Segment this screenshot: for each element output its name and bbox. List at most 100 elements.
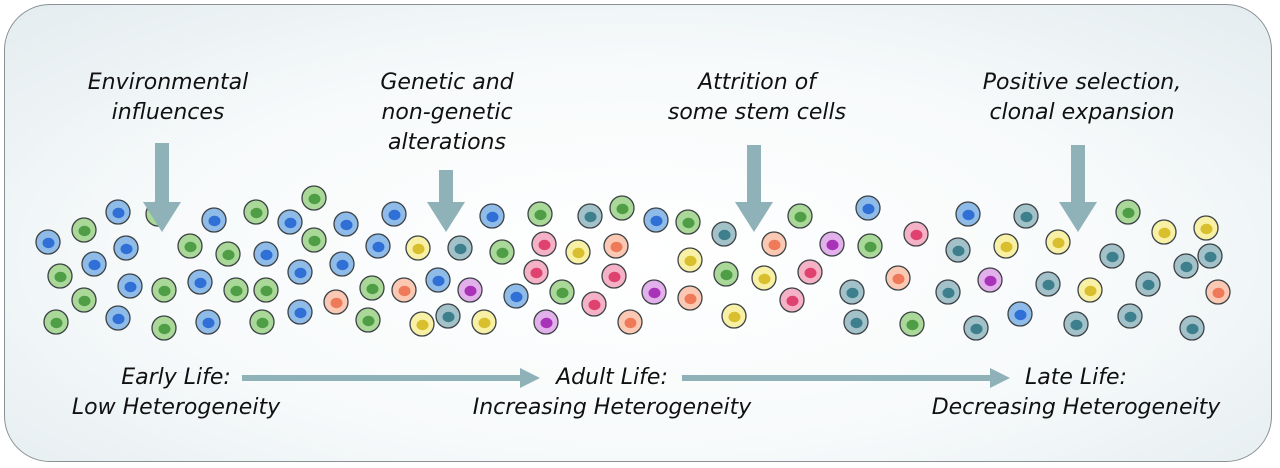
cell-teal xyxy=(839,279,865,305)
cell-teal xyxy=(935,279,961,305)
cell-pink xyxy=(523,259,549,285)
influence-label-environmental: Environmental influences xyxy=(82,68,254,128)
influence-line: clonal expansion xyxy=(989,100,1175,125)
cell-blue xyxy=(643,207,669,233)
cell-green xyxy=(609,195,635,221)
cell-salmon xyxy=(617,309,643,335)
down-arrow xyxy=(427,170,465,232)
cell-teal xyxy=(435,303,461,329)
cell-blue xyxy=(253,241,279,267)
cell-green xyxy=(215,241,241,267)
cell-teal xyxy=(1197,243,1223,269)
cell-green xyxy=(249,309,275,335)
down-arrow xyxy=(143,143,181,232)
cell-teal xyxy=(711,221,737,247)
cell-pink xyxy=(581,291,607,317)
cell-salmon xyxy=(761,231,787,257)
cell-yellow xyxy=(409,311,435,337)
cell-blue xyxy=(287,299,313,325)
cell-yellow xyxy=(405,235,431,261)
cell-green xyxy=(177,233,203,259)
influence-line: Attrition of xyxy=(698,70,816,95)
cell-green xyxy=(787,203,813,229)
cell-pink xyxy=(797,259,823,285)
cell-blue xyxy=(35,229,61,255)
cell-blue xyxy=(277,209,303,235)
stage-line: Late Life: xyxy=(1025,365,1127,390)
cell-green xyxy=(43,309,69,335)
influence-line: alterations xyxy=(388,130,506,155)
cell-green xyxy=(71,217,97,243)
cell-blue xyxy=(381,201,407,227)
cell-yellow xyxy=(721,303,747,329)
cell-yellow xyxy=(1077,277,1103,303)
cell-purple xyxy=(533,309,559,335)
cell-yellow xyxy=(677,247,703,273)
cell-blue xyxy=(955,201,981,227)
cell-green xyxy=(359,275,385,301)
cell-salmon xyxy=(677,285,703,311)
influence-arrows xyxy=(143,143,1097,232)
cell-blue xyxy=(105,305,131,331)
cell-green xyxy=(1115,199,1141,225)
influence-line: non-genetic xyxy=(381,100,513,125)
stage-label-early: Early Life: Low Heterogeneity xyxy=(58,363,294,423)
cell-blue xyxy=(187,269,213,295)
cell-blue xyxy=(113,235,139,261)
influence-line: influences xyxy=(111,100,225,125)
cell-green xyxy=(549,279,575,305)
cell-green xyxy=(253,277,279,303)
stage-line: Increasing Heterogeneity xyxy=(472,395,752,420)
cell-teal xyxy=(1099,243,1125,269)
cell-teal xyxy=(1179,315,1205,341)
stage-line: Adult Life: xyxy=(556,365,668,390)
influence-line: Genetic and xyxy=(380,70,514,95)
cell-teal xyxy=(447,235,473,261)
cell-pink xyxy=(903,221,929,247)
cell-green xyxy=(223,277,249,303)
cell-blue xyxy=(329,251,355,277)
cell-pink xyxy=(779,287,805,313)
cell-green xyxy=(71,287,97,313)
cell-blue xyxy=(425,267,451,293)
cell-blue xyxy=(287,259,313,285)
influence-label-genetic: Genetic and non-genetic alterations xyxy=(368,68,526,158)
cell-green xyxy=(151,277,177,303)
down-arrow xyxy=(735,145,773,232)
cell-teal xyxy=(1135,271,1161,297)
cell-salmon xyxy=(1205,279,1231,305)
cell-green xyxy=(527,201,553,227)
cell-green xyxy=(243,199,269,225)
cell-salmon xyxy=(603,233,629,259)
cell-green xyxy=(355,307,381,333)
stage-label-late: Late Life: Decreasing Heterogeneity xyxy=(922,363,1230,423)
cell-teal xyxy=(843,309,869,335)
cell-blue xyxy=(81,251,107,277)
cell-green xyxy=(713,261,739,287)
cell-blue xyxy=(855,195,881,221)
cell-pink xyxy=(601,263,627,289)
cell-green xyxy=(301,227,327,253)
cell-blue xyxy=(365,233,391,259)
cell-green xyxy=(857,233,883,259)
cell-yellow xyxy=(1045,229,1071,255)
cell-blue xyxy=(333,211,359,237)
cell-blue xyxy=(1007,301,1033,327)
cell-blue xyxy=(201,207,227,233)
timeline-arrow xyxy=(682,368,1010,388)
cell-yellow xyxy=(1151,219,1177,245)
cell-yellow xyxy=(565,239,591,265)
cell-teal xyxy=(577,203,603,229)
influence-label-selection: Positive selection, clonal expansion xyxy=(978,68,1186,128)
stage-line: Decreasing Heterogeneity xyxy=(931,395,1221,420)
cell-purple xyxy=(819,231,845,257)
cell-blue xyxy=(503,283,529,309)
cell-green xyxy=(151,315,177,341)
cell-salmon xyxy=(323,289,349,315)
stage-line: Low Heterogeneity xyxy=(71,395,281,420)
cell-purple xyxy=(457,277,483,303)
timeline-arrow xyxy=(242,368,540,388)
timeline xyxy=(242,368,1010,388)
cell-teal xyxy=(1035,271,1061,297)
